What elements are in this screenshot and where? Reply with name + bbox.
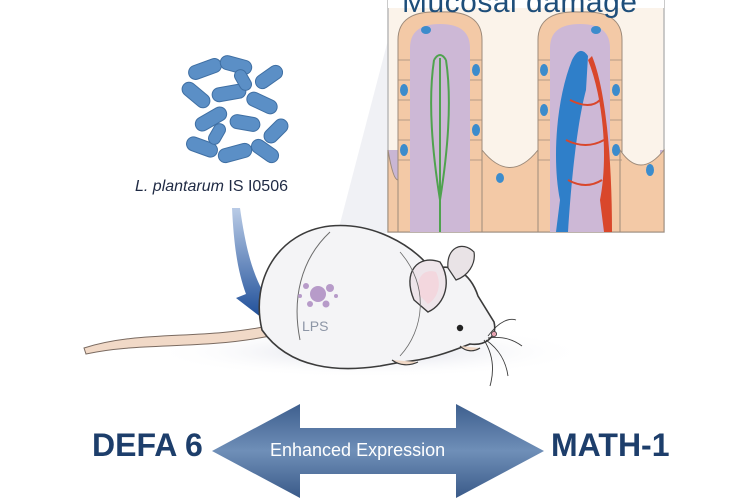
artery — [588, 56, 612, 232]
mouse-illustration — [83, 224, 523, 387]
mouse-whiskers — [483, 318, 523, 387]
gene-defa6-label: DEFA 6 — [92, 427, 203, 463]
gene-math1-label: MATH-1 — [551, 427, 670, 463]
expression-arrow — [212, 404, 544, 498]
bacteria-strain: IS I0506 — [228, 178, 288, 195]
mouse-eye — [456, 324, 464, 332]
bacteria-species: L. plantarum — [135, 178, 224, 195]
lps-label: LPS — [302, 318, 329, 334]
enhanced-expression-label: Enhanced Expression — [270, 440, 446, 460]
mouse-body — [258, 224, 496, 370]
mucosal-panel-title: Mucosal damage — [402, 0, 638, 19]
lps-splat — [298, 283, 338, 308]
mucosal-panel — [387, 0, 665, 233]
lacteal — [430, 54, 450, 232]
vein — [556, 50, 588, 232]
zoom-wedge — [330, 40, 388, 262]
bacteria-cluster — [181, 55, 289, 164]
bacteria-label: L. plantarum IS I0506 — [135, 178, 288, 196]
